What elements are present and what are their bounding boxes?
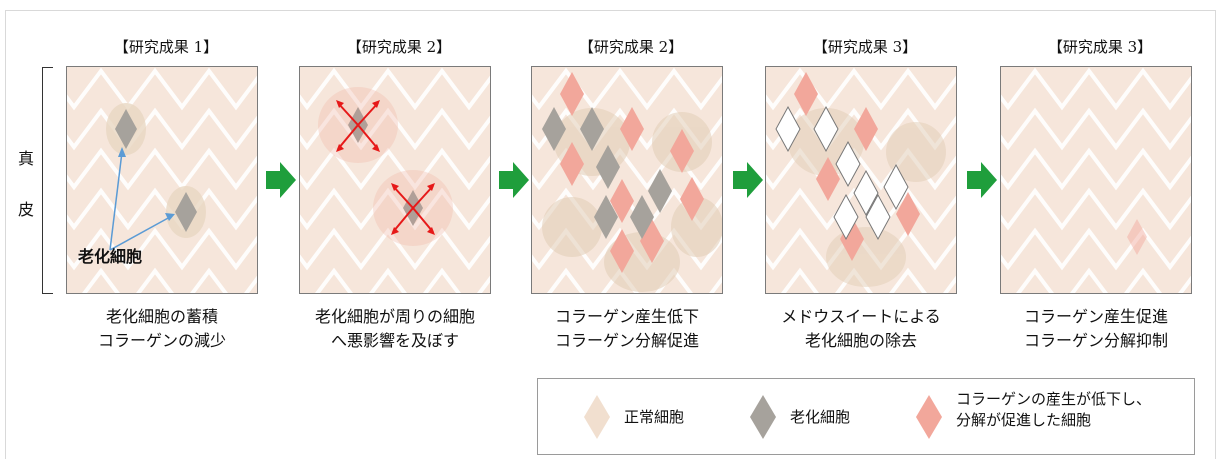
progress-arrow-icon	[733, 162, 763, 198]
legend-normal-label: 正常細胞	[624, 408, 685, 426]
stage-5-caption: コラーゲン産生促進 コラーゲン分解抑制	[1023, 307, 1168, 350]
dermis-label-char-2: 皮	[18, 200, 35, 219]
collagen-lattice	[300, 67, 490, 293]
collagen-lattice	[1001, 67, 1191, 293]
stage-5-panel	[1000, 66, 1192, 294]
figure-frame	[5, 10, 1216, 459]
stage-2-title: 【研究成果 2】	[346, 38, 452, 56]
stage-4-illustration	[766, 67, 956, 293]
progress-arrow-icon	[967, 162, 997, 198]
legend-declined-swatch	[916, 395, 942, 439]
stage-2-panel	[299, 66, 491, 294]
stage-1-caption: 老化細胞の蓄積 コラーゲンの減少	[97, 307, 226, 350]
stage-4-panel	[765, 66, 957, 294]
legend: 正常細胞 老化細胞 コラーゲンの産生が低下し、 分解が促進した細胞	[537, 378, 1195, 455]
progress-arrow-icon	[499, 162, 529, 198]
dermis-bracket	[42, 67, 53, 294]
legend-declined-label: コラーゲンの産生が低下し、 分解が促進した細胞	[956, 390, 1152, 429]
stage-1-illustration	[67, 67, 257, 293]
stage-3-title: 【研究成果 2】	[578, 38, 684, 56]
stage-2-illustration	[300, 67, 490, 293]
senescent-cell	[175, 192, 197, 232]
legend-senescent-label: 老化細胞	[790, 408, 851, 426]
legend-normal-swatch	[584, 395, 610, 439]
progress-arrow-icon	[266, 162, 296, 198]
senescent-cell-annotation: 老化細胞	[78, 247, 143, 266]
dermis-label-char-1: 真	[18, 149, 35, 168]
signal-arrows	[337, 102, 434, 233]
stage-4-caption: メドウスイートによる 老化細胞の除去	[781, 307, 941, 350]
stage-5-title: 【研究成果 3】	[1047, 38, 1153, 56]
legend-senescent-swatch	[750, 395, 776, 439]
senescent-cell	[115, 109, 137, 149]
stage-4-title: 【研究成果 3】	[812, 38, 918, 56]
stage-5-illustration	[1001, 67, 1191, 293]
stage-3-illustration	[532, 67, 722, 293]
stage-1-panel	[66, 66, 258, 294]
stage-3-caption: コラーゲン産生低下 コラーゲン分解促進	[554, 307, 699, 350]
stage-2-caption: 老化細胞が周りの細胞 へ悪影響を及ぼす	[314, 307, 475, 350]
collagen-lattice	[67, 67, 257, 293]
stage-1-title: 【研究成果 1】	[113, 38, 219, 56]
stage-3-panel	[531, 66, 723, 294]
